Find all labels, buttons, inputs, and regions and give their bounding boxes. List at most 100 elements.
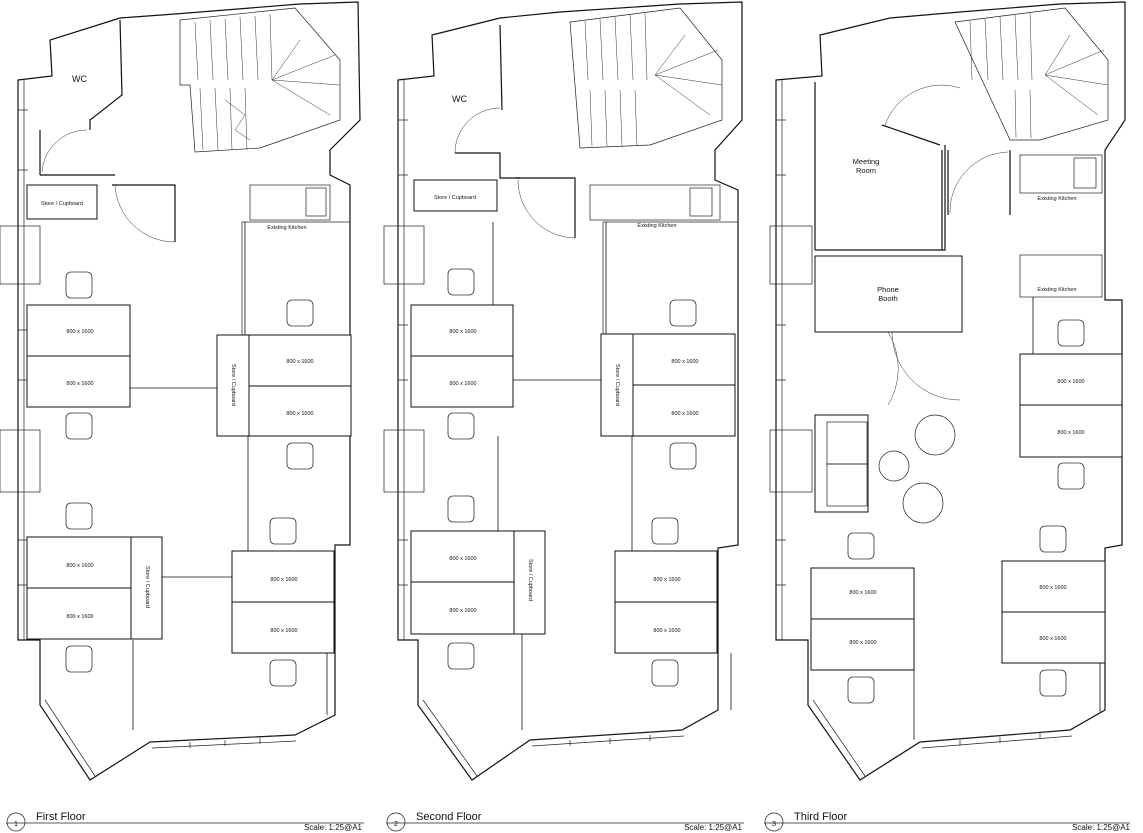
desk-size-label: 800 x 1600 <box>653 577 680 583</box>
kitchen-wall <box>241 221 350 335</box>
store-cupboard-vertical-label: Store / Cupboard <box>527 559 533 601</box>
staircase <box>569 7 723 149</box>
desk-size-label: 800 x 1600 <box>66 614 93 620</box>
desk <box>1019 404 1123 458</box>
phone-booth-label-line: Booth <box>878 294 898 303</box>
phone-booth-door-swing <box>887 331 961 406</box>
desk-size-label: 800 x 1600 <box>1039 636 1066 642</box>
existing-kitchen-label: Existing Kitchen <box>637 223 676 229</box>
existing-kitchen-label: Existing Kitchen <box>1037 287 1076 293</box>
desk-size-label: 800 x 1600 <box>671 411 698 417</box>
desk <box>231 601 335 654</box>
desk-size-label: 800 x 1600 <box>66 329 93 335</box>
desk <box>810 618 915 671</box>
wc-door-swing <box>41 129 88 173</box>
desk-size-label: 800 x 1600 <box>66 381 93 387</box>
wc-label: WC <box>452 94 467 104</box>
window-mullions <box>398 119 408 586</box>
store-cupboard-top-label: Store / Cupboard <box>41 201 83 207</box>
staircase <box>179 7 341 153</box>
scale-label: Scale: 1:25@A1 <box>684 823 742 832</box>
staircase <box>954 7 1109 141</box>
floor-number-badge <box>386 812 406 832</box>
kitchen-sink <box>1073 157 1097 189</box>
wc-walls <box>39 19 123 176</box>
desk <box>614 550 718 603</box>
window-bay <box>383 225 425 285</box>
floor-number: 1 <box>14 819 18 828</box>
desk-size-label: 800 x 1600 <box>286 359 313 365</box>
store-cupboard-vertical <box>216 334 250 437</box>
window-bay <box>383 429 425 493</box>
floor-number: 3 <box>772 819 776 828</box>
kitchen-wall <box>602 221 738 335</box>
bay-window-bottom <box>149 734 297 749</box>
desk <box>26 304 131 357</box>
second-floor-plan: WC Store / Cupboard Existing Kitchen 800… <box>383 1 744 832</box>
phone-booth <box>814 255 963 333</box>
floor-number-badge <box>764 812 784 832</box>
kitchen-sink <box>689 187 713 217</box>
floor-title: First Floor <box>36 811 86 823</box>
round-table <box>878 450 910 482</box>
entry-door-swing <box>114 184 176 243</box>
store-cupboard-vertical <box>513 530 546 635</box>
desk-size-label: 800 x 1600 <box>449 381 476 387</box>
floor-title: Second Floor <box>416 811 482 823</box>
wc-label: WC <box>72 74 87 84</box>
wc-door-swing <box>454 107 501 154</box>
desk <box>632 333 736 386</box>
meeting-room-door <box>881 124 941 146</box>
store-cupboard-vertical-label: Store / Cupboard <box>144 566 150 608</box>
desk <box>410 304 514 357</box>
meeting-room-arc <box>884 84 961 126</box>
existing-kitchen-label: Existing Kitchen <box>267 225 306 231</box>
desk-size-label: 800 x 1600 <box>270 628 297 634</box>
desk-size-label: 800 x 1600 <box>1039 585 1066 591</box>
desk-size-label: 800 x 1600 <box>849 640 876 646</box>
desk <box>248 334 352 387</box>
desk <box>410 355 514 408</box>
floor-number: 2 <box>394 819 398 828</box>
existing-kitchen-unit <box>589 184 721 221</box>
round-table-with-chairs <box>914 414 956 456</box>
store-cupboard-vertical-label: Store / Cupboard <box>230 364 236 406</box>
store-cupboard-top-label: Store / Cupboard <box>434 195 476 201</box>
desk-size-label: 800 x 1600 <box>1057 379 1084 385</box>
scale-label: Scale: 1:25@A1 <box>304 823 362 832</box>
window-mullions <box>776 119 786 586</box>
store-cupboard-top <box>26 184 98 220</box>
desk <box>248 385 352 437</box>
desk-size-label: 800 x 1600 <box>66 563 93 569</box>
window-mullions <box>18 109 28 586</box>
office-chairs <box>65 271 314 687</box>
desk <box>632 384 736 437</box>
dimension-lines <box>492 222 732 730</box>
phone-booth-label-line: Phone <box>877 285 899 294</box>
round-table-with-chairs <box>902 482 944 524</box>
desk-size-label: 800 x 1600 <box>1057 430 1084 436</box>
desk <box>1001 611 1106 664</box>
meeting-room-label-line: Meeting <box>853 157 880 166</box>
window-bay <box>0 429 41 493</box>
scale-label: Scale: 1:25@A1 <box>1072 823 1130 832</box>
desk <box>1019 353 1123 406</box>
office-chairs <box>847 319 1085 704</box>
store-cupboard-top <box>413 179 498 212</box>
first-floor-plan: WC Store / Cupboard Existing Kitchen 800… <box>0 1 364 832</box>
desk <box>26 355 131 408</box>
floor-title: Third Floor <box>794 811 848 823</box>
entry-door-frame <box>515 177 576 238</box>
desk <box>410 581 515 635</box>
desk <box>614 601 718 654</box>
window-bay <box>769 429 813 493</box>
entry-door-frame <box>112 184 176 242</box>
existing-kitchen-unit <box>1019 254 1103 298</box>
kitchen-sink <box>305 187 327 217</box>
bay-window-angled <box>39 699 96 781</box>
store-cupboard-vertical <box>130 536 163 640</box>
existing-kitchen-unit <box>1019 154 1103 194</box>
